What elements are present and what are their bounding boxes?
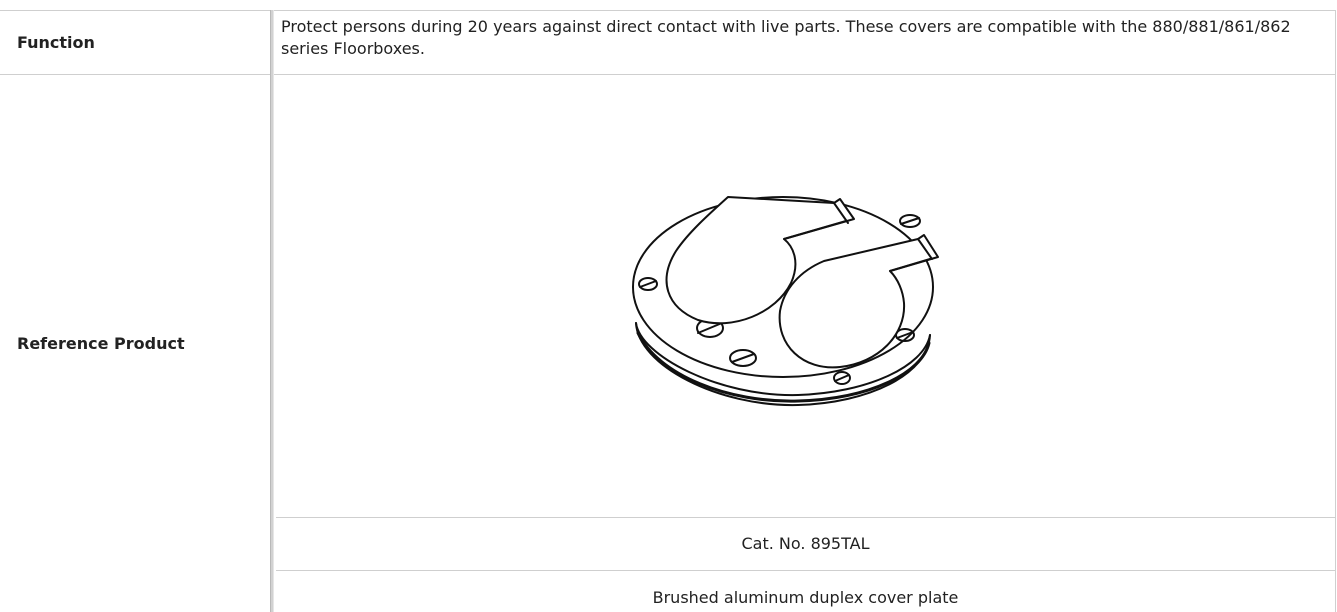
row-divider (0, 74, 1336, 75)
column-separator (270, 10, 274, 612)
function-label: Function (17, 33, 95, 52)
row-divider (276, 517, 1336, 518)
product-description: Brushed aluminum duplex cover plate (652, 588, 959, 607)
table-right-border (1335, 10, 1336, 612)
catalog-number: Cat. No. 895TAL (741, 534, 870, 553)
reference-product-label: Reference Product (17, 334, 185, 353)
table-top-border (0, 10, 1336, 11)
floor-box-cover-plate-icon (632, 196, 939, 407)
row-divider (276, 570, 1336, 571)
function-description: Protect persons during 20 years against … (281, 17, 1291, 58)
